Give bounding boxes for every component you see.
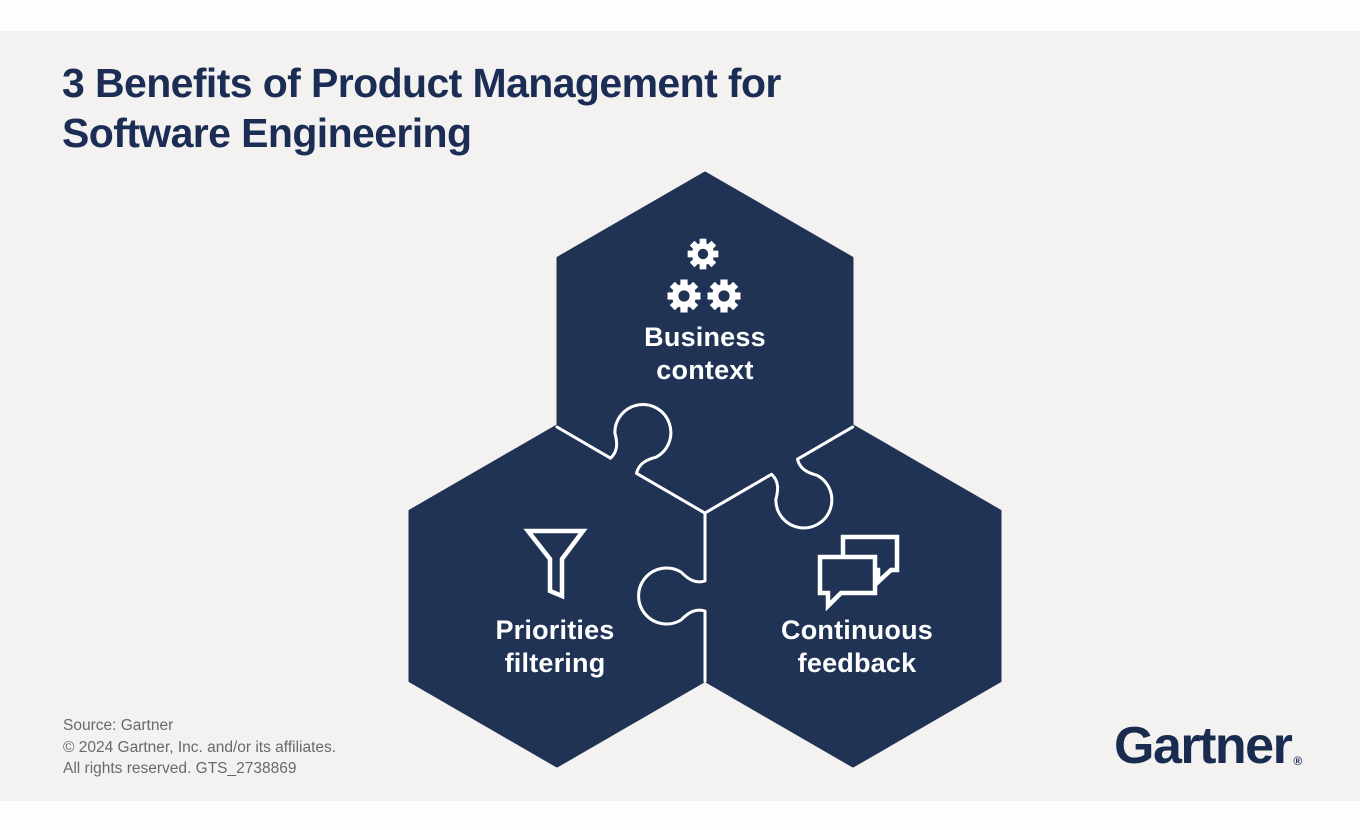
piece-label-priorities-filtering: Priorities filtering — [385, 614, 725, 680]
gartner-wordmark: Gartner — [1114, 717, 1293, 775]
page-title-line1: 3 Benefits of Product Management for — [62, 60, 781, 106]
source-line: Source: Gartner — [63, 717, 174, 734]
chat-bubbles-icon — [817, 534, 900, 612]
page-title: 3 Benefits of Product Management for Sof… — [62, 58, 781, 158]
piece-label-line2: feedback — [797, 648, 917, 678]
piece-label-line2: context — [656, 355, 754, 385]
piece-label-line2: filtering — [504, 648, 606, 678]
rights-line: All rights reserved. GTS_2738869 — [63, 760, 297, 777]
page-title-line2: Software Engineering — [62, 110, 472, 156]
piece-label-business-context: Business context — [535, 321, 875, 387]
piece-label-line1: Business — [644, 322, 766, 352]
registered-trademark-icon: ® — [1293, 754, 1303, 768]
chat-bubble-front — [817, 554, 878, 612]
piece-label-line1: Priorities — [495, 615, 615, 645]
piece-label-line1: Continuous — [781, 615, 933, 645]
copyright-line: © 2024 Gartner, Inc. and/or its affiliat… — [63, 738, 337, 756]
seam-bottom — [637, 511, 707, 683]
source-note: Source: Gartner © 2024 Gartner, Inc. and… — [63, 715, 336, 780]
gartner-logo: Gartner® — [1114, 716, 1303, 776]
piece-label-continuous-feedback: Continuous feedback — [687, 614, 1027, 680]
seam-top-right — [703, 425, 855, 530]
puzzle-seams — [555, 403, 855, 683]
funnel-icon — [523, 528, 588, 600]
seam-top-left — [555, 403, 707, 515]
